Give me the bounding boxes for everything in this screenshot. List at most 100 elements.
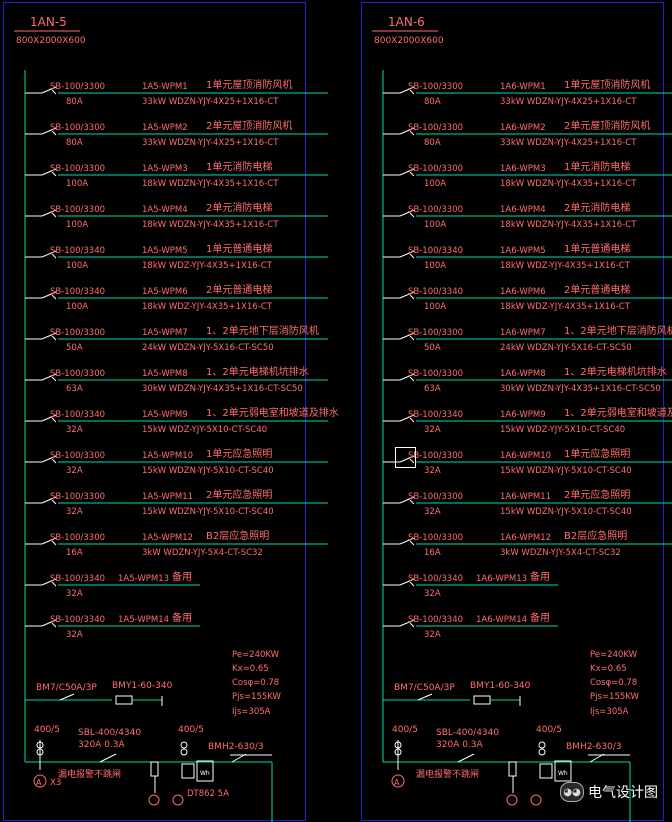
breaker-rating: 32A <box>66 507 83 517</box>
circuit-description: 1单元普通电梯 <box>564 242 630 255</box>
breaker-mark <box>51 622 57 628</box>
energy-meter <box>554 760 572 782</box>
ct-right-symbol <box>538 741 546 749</box>
circuit-description: 1单元消防电梯 <box>206 160 272 173</box>
circuit-code: 1A6-WPM12 <box>500 533 551 543</box>
panel-id: 1AN-6 <box>388 15 425 29</box>
breaker-mark <box>51 212 57 218</box>
circuit-code: 1A5-WPM1 <box>142 82 188 92</box>
breaker-mark <box>409 376 415 382</box>
sbl-label: SBL-400/4340 <box>78 728 141 738</box>
panel-border <box>3 2 306 821</box>
circuit-code: 1A6-WPM5 <box>500 246 546 256</box>
circuit-description: 1单元消防电梯 <box>564 160 630 173</box>
calc-ijs: Ijs=305A <box>590 707 629 717</box>
breaker-symbol <box>41 250 57 258</box>
breaker-mark <box>51 499 57 505</box>
calc-pjs: Pjs=155KW <box>590 692 640 702</box>
cable-spec: 30kW WDZN-YJY-4X35+1X16-CT-SC50 <box>142 384 303 394</box>
cable-spec: 18kW WDZ-YJY-4X35+1X16-CT <box>142 261 273 271</box>
breaker-symbol <box>399 86 415 94</box>
circuit-code: 1A5-WPM9 <box>142 410 188 420</box>
ammeter-label: A <box>36 778 42 787</box>
breaker-symbol <box>399 578 415 586</box>
cable-spec: 3kW WDZN-YJY-5X4-CT-SC32 <box>142 548 263 558</box>
breaker-mark <box>51 253 57 259</box>
circuit-description: 备用 <box>172 611 192 624</box>
breaker-rating: 32A <box>424 466 441 476</box>
cable-spec: 24kW WDZN-YJY-5X16-CT-SC50 <box>142 343 274 353</box>
energy-meter <box>196 760 214 782</box>
cable-spec: 18kW WDZ-YJY-4X35+1X16-CT <box>500 261 631 271</box>
breaker-rating: 32A <box>66 589 83 599</box>
circuit-description: 1单元屋顶消防风机 <box>564 78 650 91</box>
breaker-rating: 100A <box>424 220 446 230</box>
circuit-code: 1A6-WPM1 <box>500 82 546 92</box>
panel-border <box>361 2 664 821</box>
circuit-code: 1A6-WPM11 <box>500 492 551 502</box>
panel-id: 1AN-5 <box>30 15 67 29</box>
main-breaker-label: BM7/C50A/3P <box>394 683 455 693</box>
cable-spec: 33kW WDZN-YJY-4X25+1X16-CT <box>500 97 637 107</box>
circuit-description: 1、2单元弱电室和坡道及排水 <box>564 406 672 419</box>
ct-left-label: 400/5 <box>392 725 418 735</box>
circuit-description: 1单元应急照明 <box>564 447 630 460</box>
cable-spec: 18kW WDZN-YJY-4X35+1X16-CT <box>142 220 279 230</box>
breaker-symbol <box>399 537 415 545</box>
cable-spec: 18kW WDZN-YJY-4X35+1X16-CT <box>142 179 279 189</box>
spd-label: BMY1-60-340 <box>112 681 173 691</box>
meter-label: DT862 5A <box>187 789 229 799</box>
ct-right-symbol <box>180 748 188 756</box>
breaker-rating: 32A <box>424 589 441 599</box>
energy-meter-unit: Wh <box>200 770 210 777</box>
circuit-description: 2单元应急照明 <box>564 488 630 501</box>
breaker-model: SB-100/3340 <box>408 287 463 297</box>
breaker-mark <box>409 212 415 218</box>
circuit-description: 2单元普通电梯 <box>564 283 630 296</box>
circuit-description: 1、2单元弱电室和坡道及排水 <box>206 406 339 419</box>
breaker-rating: 100A <box>424 179 446 189</box>
leakage-alarm-label: 漏电报警不跳闸 <box>58 768 121 780</box>
breaker-rating: 63A <box>424 384 441 394</box>
ct-right-label: 400/5 <box>178 725 204 735</box>
breaker-symbol <box>41 496 57 504</box>
breaker-rating: 100A <box>424 261 446 271</box>
breaker-model: SB-100/3340 <box>50 410 105 420</box>
circuit-description: 1单元普通电梯 <box>206 242 272 255</box>
breaker-mark <box>51 458 57 464</box>
circuit-code: 1A6-WPM10 <box>500 451 551 461</box>
breaker-model: SB-100/3300 <box>408 328 463 338</box>
breaker-rating: 50A <box>66 343 83 353</box>
breaker-mark <box>409 622 415 628</box>
circuit-code: 1A6-WPM2 <box>500 123 546 133</box>
ammeter-label: A <box>394 778 400 787</box>
calc-cos: Cosφ=0.78 <box>232 678 279 688</box>
breaker-mark <box>409 130 415 136</box>
breaker-symbol <box>399 373 415 381</box>
kwh-icon <box>530 794 542 806</box>
breaker-rating: 32A <box>424 507 441 517</box>
circuit-description: 2单元消防电梯 <box>564 201 630 214</box>
breaker-mark <box>51 540 57 546</box>
breaker-symbol <box>399 455 415 463</box>
breaker-symbol <box>41 373 57 381</box>
calc-kx: Kx=0.65 <box>590 664 627 674</box>
breaker-symbol <box>399 619 415 627</box>
breaker-mark <box>409 581 415 587</box>
breaker-mark <box>51 171 57 177</box>
breaker-symbol <box>399 209 415 217</box>
breaker-model: SB-100/3340 <box>408 615 463 625</box>
breaker-model: SB-100/3340 <box>50 246 105 256</box>
ct-right-symbol <box>180 741 188 749</box>
breaker-mark <box>409 253 415 259</box>
leakage-relay <box>150 761 159 777</box>
cable-spec: 15kW WDZN-YJY-5X10-CT-SC40 <box>142 507 274 517</box>
